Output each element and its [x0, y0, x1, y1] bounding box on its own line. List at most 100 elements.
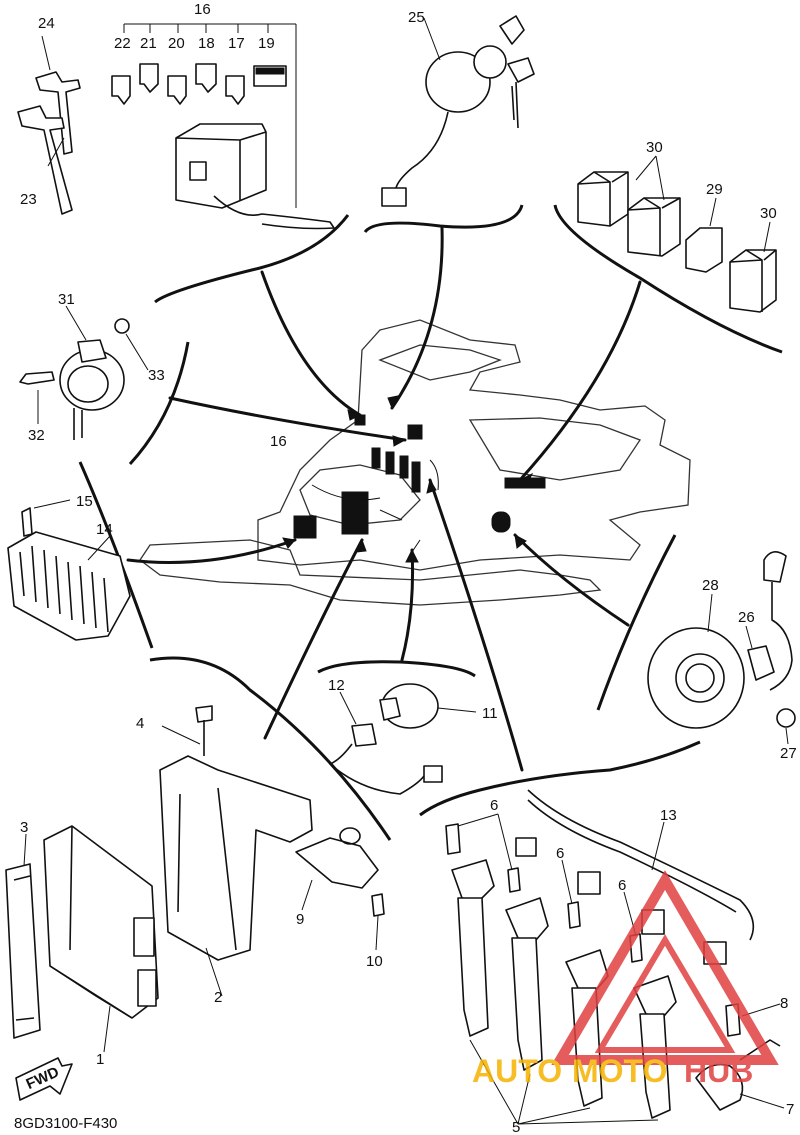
callout-12: 12: [328, 677, 345, 694]
fuse-20: [167, 75, 187, 105]
callout-18: 18: [198, 35, 215, 52]
ecu-rubber-3: [5, 863, 41, 1039]
bolt-6-b: [507, 867, 521, 893]
callout-31: 31: [58, 291, 75, 308]
key-upper: [499, 15, 525, 45]
center-fuse-3: [399, 455, 409, 479]
callout-5: 5: [512, 1119, 520, 1135]
center-fuse-1: [371, 447, 381, 469]
callout-22: 22: [114, 35, 131, 52]
relay-30-c: [729, 249, 777, 313]
watermark-text-auto: AUTO: [472, 1053, 562, 1089]
ecu-assembly: [5, 705, 385, 1053]
callout-3: 3: [20, 819, 28, 836]
relay-group: [577, 155, 777, 313]
center-speed-sensor: [491, 511, 511, 533]
cable-ties: [17, 35, 81, 215]
center-fuse-2: [385, 451, 395, 475]
ignition-coil-assembly: [445, 789, 785, 1125]
speed-sensor-assembly: [647, 551, 796, 745]
callout-19: 19: [258, 35, 275, 52]
speed-sensor-26: [747, 645, 775, 681]
callout-27: 27: [780, 745, 797, 762]
callout-1: 1: [96, 1051, 104, 1068]
callout-28: 28: [702, 577, 719, 594]
callout-8: 8: [780, 995, 788, 1012]
watermark-text-hub: HUB: [684, 1053, 753, 1089]
callout-2: 2: [214, 989, 222, 1006]
fuse-17: [225, 75, 245, 105]
connector-arcs: [126, 226, 642, 772]
snowmobile-body-outline: [139, 319, 691, 606]
cable-tie-23: [17, 105, 73, 215]
bolt-6-a: [445, 823, 461, 855]
callout-30-top: 30: [646, 139, 663, 156]
center-junction-block: [341, 491, 369, 535]
relay-30-b: [627, 197, 681, 257]
callout-15: 15: [76, 493, 93, 510]
callout-6-c: 6: [618, 877, 626, 894]
callout-10: 10: [366, 953, 383, 970]
bolt-4: [195, 705, 213, 723]
callout-30-right: 30: [760, 205, 777, 222]
key-lower: [507, 57, 535, 83]
callout-4: 4: [136, 715, 144, 732]
fuse-22: [111, 75, 131, 105]
harness-connector-a: [515, 837, 537, 857]
callout-26: 26: [738, 609, 755, 626]
watermark: AUTO MOTO HUB: [472, 870, 779, 1089]
watermark-text-moto: MOTO: [572, 1053, 667, 1089]
main-switch-with-keys: [381, 15, 535, 207]
callout-9: 9: [296, 911, 304, 928]
ignition-coil-5-1: [457, 897, 489, 1037]
center-regulator: [293, 515, 317, 539]
fuse-box-body: [175, 123, 267, 209]
region-boundaries: [78, 204, 783, 841]
bolt-10: [371, 893, 385, 917]
bolt-6-c: [567, 901, 581, 929]
callout-33: 33: [148, 367, 165, 384]
nut-33: [114, 318, 130, 334]
bolt-15: [21, 507, 33, 537]
fuse-box-assembly: [111, 23, 335, 230]
cable-tie-24: [35, 71, 81, 155]
callout-24: 24: [38, 15, 55, 32]
ecu-bracket-2: [159, 755, 313, 961]
callout-21: 21: [140, 35, 157, 52]
center-fuse-4: [411, 461, 421, 493]
coil-head-1: [451, 859, 495, 901]
sensor-rotor-28: [647, 627, 745, 729]
bolt-27: [776, 708, 796, 728]
callout-14: 14: [96, 521, 113, 538]
callout-11: 11: [482, 705, 498, 722]
rectifier-regulator-assembly: [7, 499, 131, 641]
sensor-7: [695, 1063, 744, 1111]
harness-connector-b: [577, 871, 601, 895]
callout-17: 17: [228, 35, 245, 52]
fuse-21: [139, 63, 159, 93]
callout-29: 29: [706, 181, 723, 198]
ecu-connector-a: [133, 917, 155, 957]
center-ignition-switch: [407, 424, 423, 440]
callout-7: 7: [786, 1101, 794, 1118]
callout-32: 32: [28, 427, 45, 444]
callout-16-top: 16: [194, 1, 211, 18]
callout-13: 13: [660, 807, 677, 824]
sensor-connector-12: [351, 723, 377, 747]
callout-23: 23: [20, 191, 37, 208]
fwd-direction-arrow: [15, 1057, 73, 1101]
sensor-9: [295, 837, 379, 889]
callout-20: 20: [168, 35, 185, 52]
callout-25: 25: [408, 9, 425, 26]
pressure-sensor-assembly: [329, 683, 477, 795]
ignition-coil-5-2: [511, 937, 543, 1071]
knock-sensor-assembly: [19, 305, 149, 440]
main-switch-connector: [381, 187, 407, 207]
ecu-connector-b: [137, 969, 157, 1007]
diagram-code: 8GD3100-F430: [14, 1115, 117, 1132]
callout-6-a: 6: [490, 797, 498, 814]
relay-29: [685, 227, 723, 273]
central-component-cluster: [293, 414, 546, 553]
fuse-18: [195, 63, 217, 93]
